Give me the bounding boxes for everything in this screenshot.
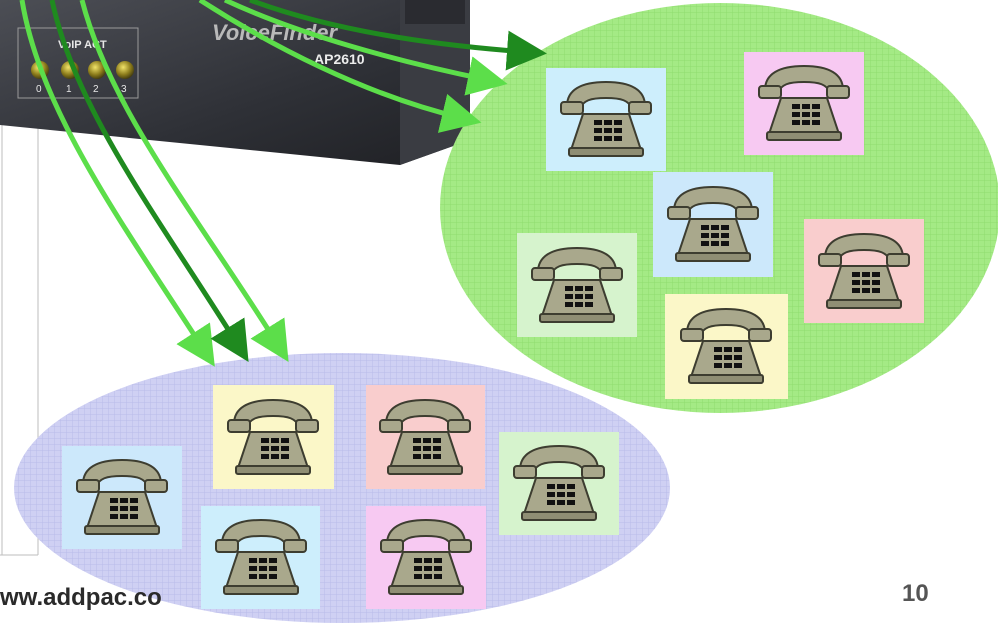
arrow-right-3 xyxy=(198,0,482,133)
cluster-right-phones xyxy=(517,52,924,399)
arrow-bottom-3 xyxy=(79,0,289,362)
voip-act-panel xyxy=(17,27,139,99)
page-number: 10 xyxy=(902,580,929,607)
port-number-3: 3 xyxy=(121,84,127,95)
arrow-bottom-1 xyxy=(19,0,215,367)
arrow-right-1 xyxy=(249,0,547,71)
phone-tile xyxy=(653,172,773,277)
brand-logo-text: VoiceFinder xyxy=(212,20,339,45)
phone-tile xyxy=(499,432,619,535)
led-port-2 xyxy=(88,61,106,79)
port-number-1: 1 xyxy=(66,84,72,95)
port-number-2: 2 xyxy=(93,84,99,95)
phone-tile xyxy=(62,446,182,549)
cluster-bottom-area xyxy=(14,353,670,623)
phone-tile xyxy=(804,219,924,323)
cluster-bottom-phones xyxy=(62,385,619,609)
phone-tile xyxy=(517,233,637,337)
led-port-3 xyxy=(116,61,134,79)
phone-tile xyxy=(546,68,666,171)
arrows-to-right-cluster xyxy=(198,0,547,133)
phone-tile xyxy=(366,506,486,609)
phone-tile xyxy=(665,294,788,399)
phone-tile xyxy=(744,52,864,155)
phone-tile xyxy=(213,385,334,489)
arrow-bottom-2 xyxy=(49,0,249,362)
model-label: AP2610 xyxy=(314,51,365,67)
phone-tile xyxy=(366,385,485,489)
phone-tile xyxy=(201,506,320,609)
arrows-to-bottom-cluster xyxy=(19,0,289,367)
footer-url: ww.addpac.co xyxy=(0,584,162,611)
port-number-0: 0 xyxy=(36,84,42,95)
arrow-right-2 xyxy=(223,0,508,96)
